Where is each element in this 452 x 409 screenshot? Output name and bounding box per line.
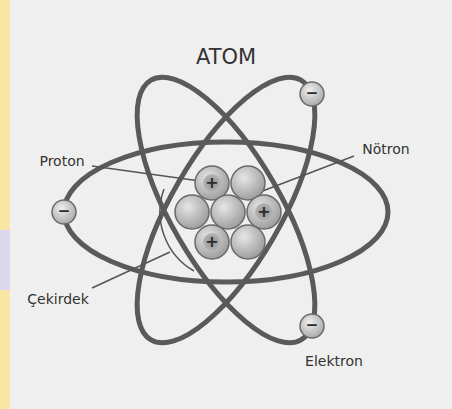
proton-core xyxy=(203,233,221,251)
title: ATOM xyxy=(196,46,256,69)
part-label: Çekirdek xyxy=(27,292,89,307)
edge-strip xyxy=(0,0,10,409)
leader-lines xyxy=(92,156,354,288)
proton-core xyxy=(255,203,273,221)
electron xyxy=(52,200,76,224)
charge-sign: + xyxy=(205,233,218,251)
leader-line xyxy=(92,252,170,288)
charge-sign: − xyxy=(58,203,71,220)
charge-sign: + xyxy=(257,203,270,221)
proton-core xyxy=(203,174,221,192)
orbit xyxy=(103,53,348,368)
neutron xyxy=(231,225,265,259)
part-label: Proton xyxy=(39,154,84,169)
proton xyxy=(195,225,229,259)
charge-sign: − xyxy=(306,85,319,102)
orbit xyxy=(103,53,348,368)
part-label: Nötron xyxy=(362,142,409,157)
electron xyxy=(300,314,324,338)
leader-line xyxy=(92,166,200,181)
leader-line xyxy=(260,156,354,192)
part-label: Elektron xyxy=(305,354,363,369)
electron xyxy=(300,82,324,106)
charge-sign: − xyxy=(306,317,319,334)
orbit xyxy=(64,142,388,282)
neutron xyxy=(175,195,209,229)
electrons xyxy=(52,82,324,338)
nucleus xyxy=(175,166,281,259)
orbits xyxy=(64,53,388,368)
charge-sign: + xyxy=(205,174,218,192)
edge-strip xyxy=(0,230,10,290)
proton xyxy=(247,195,281,229)
neutron xyxy=(211,195,245,229)
